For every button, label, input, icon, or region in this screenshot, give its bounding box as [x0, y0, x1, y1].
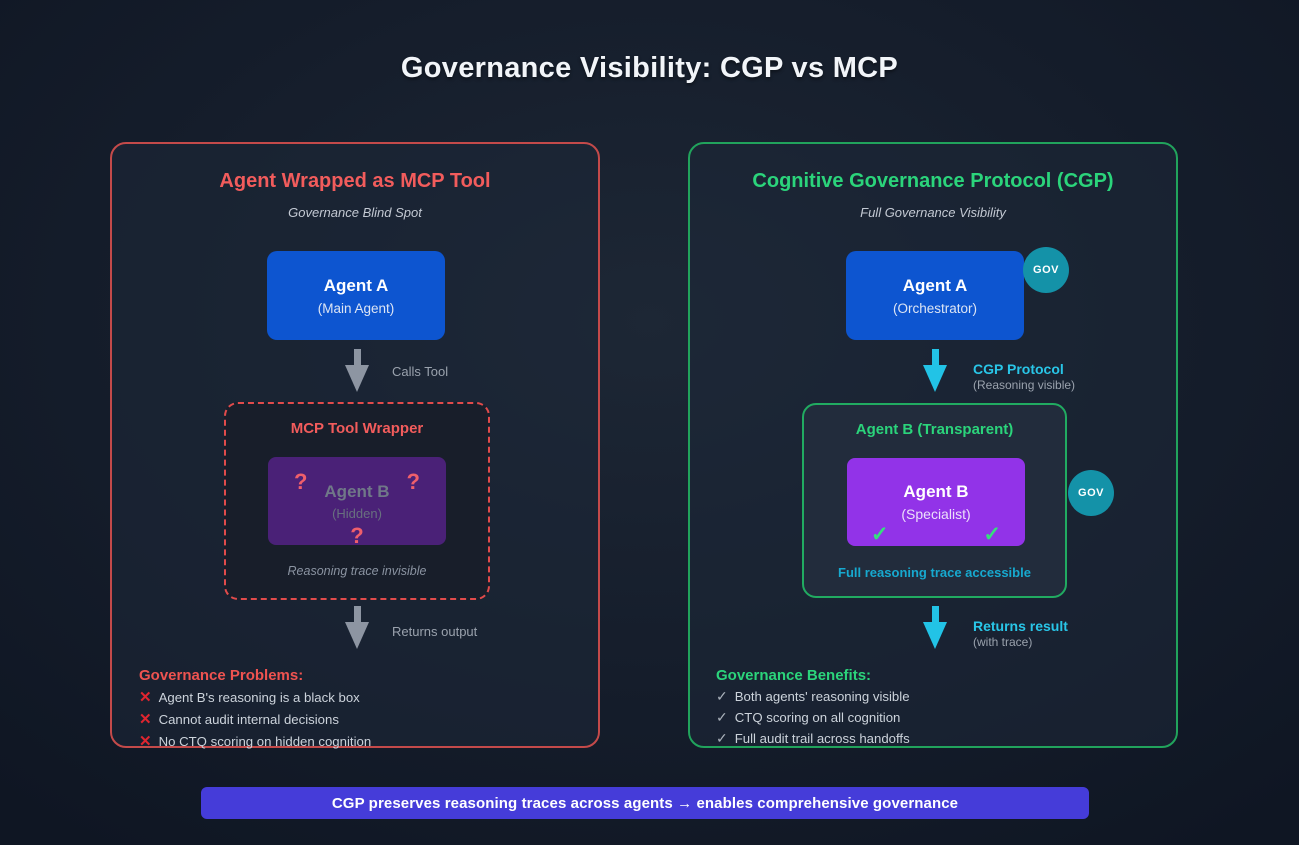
- problem-item: ✕ No CTQ scoring on hidden cognition: [139, 732, 371, 750]
- benefit-text: Both agents' reasoning visible: [734, 689, 910, 704]
- agent-b-hidden-box: Agent B (Hidden) ? ? ?: [268, 457, 446, 548]
- check-icon: ✓: [716, 730, 728, 746]
- cgp-protocol-label: CGP Protocol: [973, 361, 1064, 377]
- benefit-text: Full audit trail across handoffs: [734, 731, 910, 746]
- cgp-panel: Cognitive Governance Protocol (CGP) Full…: [688, 142, 1178, 748]
- calls-tool-arrow-icon: [345, 349, 369, 392]
- problem-text: Agent B's reasoning is a black box: [158, 689, 360, 705]
- trace-accessible-note: Full reasoning trace accessible: [838, 565, 1031, 580]
- summary-banner-text: CGP preserves reasoning traces across ag…: [331, 794, 959, 812]
- agent-b-specialist-box: Agent B (Specialist) ✓ ✓: [847, 458, 1025, 546]
- problem-item: ✕ Agent B's reasoning is a black box: [139, 688, 371, 706]
- question-mark-icon: ?: [350, 523, 364, 548]
- summary-banner: CGP preserves reasoning traces across ag…: [201, 787, 1089, 819]
- agent-b-role: (Hidden): [332, 505, 382, 521]
- problem-item: ✕ Cannot audit internal decisions: [139, 710, 371, 728]
- check-mark-icon: ✓: [983, 522, 1001, 546]
- reasoning-invisible-note: Reasoning trace invisible: [287, 564, 427, 578]
- returns-result-arrow-icon: [923, 606, 947, 649]
- benefit-text: CTQ scoring on all cognition: [734, 710, 901, 725]
- mcp-wrapper-title: MCP Tool Wrapper: [290, 420, 424, 437]
- problem-text: Cannot audit internal decisions: [158, 711, 339, 727]
- transparent-box-title: Agent B (Transparent): [855, 421, 1014, 438]
- red-x-icon: ✕: [139, 711, 152, 728]
- cgp-panel-title: Cognitive Governance Protocol (CGP): [752, 170, 1114, 192]
- agent-a-role: (Main Agent): [317, 300, 395, 316]
- mcp-panel: Agent Wrapped as MCP Tool Governance Bli…: [110, 142, 600, 750]
- returns-output-arrow-icon: [345, 606, 369, 649]
- returns-result-label: Returns result: [973, 618, 1068, 634]
- check-icon: ✓: [716, 709, 728, 725]
- agent-b-transparent-box: Agent B (Transparent) Agent B (Specialis…: [802, 403, 1067, 598]
- page-title: Governance Visibility: CGP vs MCP: [400, 52, 899, 84]
- agent-a-name: Agent A: [902, 275, 968, 295]
- red-x-icon: ✕: [139, 689, 152, 706]
- check-icon: ✓: [716, 688, 728, 704]
- problem-text: No CTQ scoring on hidden cognition: [158, 733, 372, 749]
- mcp-panel-title: Agent Wrapped as MCP Tool: [219, 170, 491, 192]
- mcp-panel-subtitle: Governance Blind Spot: [288, 205, 422, 220]
- agent-a-role: (Orchestrator): [892, 300, 977, 316]
- benefit-item: ✓ Both agents' reasoning visible: [716, 688, 910, 705]
- governance-benefits-title: Governance Benefits:: [716, 667, 872, 684]
- with-trace-sublabel: (with trace): [973, 635, 1033, 649]
- agent-a-orchestrator-box: Agent A (Orchestrator): [846, 251, 1024, 340]
- gov-badge: GOV: [1023, 247, 1069, 293]
- agent-a-main-box: Agent A (Main Agent): [267, 251, 445, 340]
- benefit-item: ✓ Full audit trail across handoffs: [716, 730, 910, 747]
- returns-output-label: Returns output: [392, 624, 478, 639]
- check-mark-icon: ✓: [871, 522, 889, 546]
- benefit-item: ✓ CTQ scoring on all cognition: [716, 709, 910, 726]
- calls-tool-label: Calls Tool: [392, 364, 449, 379]
- governance-problems-title: Governance Problems:: [139, 667, 304, 684]
- reasoning-visible-sublabel: (Reasoning visible): [973, 378, 1076, 392]
- governance-benefits-list: ✓ Both agents' reasoning visible ✓ CTQ s…: [716, 688, 910, 747]
- cgp-protocol-arrow-icon: [923, 349, 947, 392]
- agent-b-name: Agent B: [903, 482, 969, 501]
- question-mark-icon: ?: [406, 469, 420, 494]
- agent-b-name: Agent B: [324, 481, 390, 501]
- cgp-panel-subtitle: Full Governance Visibility: [860, 205, 1006, 220]
- mcp-tool-wrapper-box: MCP Tool Wrapper Agent B (Hidden) ? ? ? …: [224, 402, 490, 600]
- red-x-icon: ✕: [139, 733, 152, 750]
- governance-problems-list: ✕ Agent B's reasoning is a black box ✕ C…: [139, 688, 371, 750]
- question-mark-icon: ?: [294, 469, 308, 494]
- agent-b-role: (Specialist): [901, 506, 971, 522]
- gov-badge: GOV: [1068, 470, 1114, 516]
- agent-a-name: Agent A: [323, 275, 389, 295]
